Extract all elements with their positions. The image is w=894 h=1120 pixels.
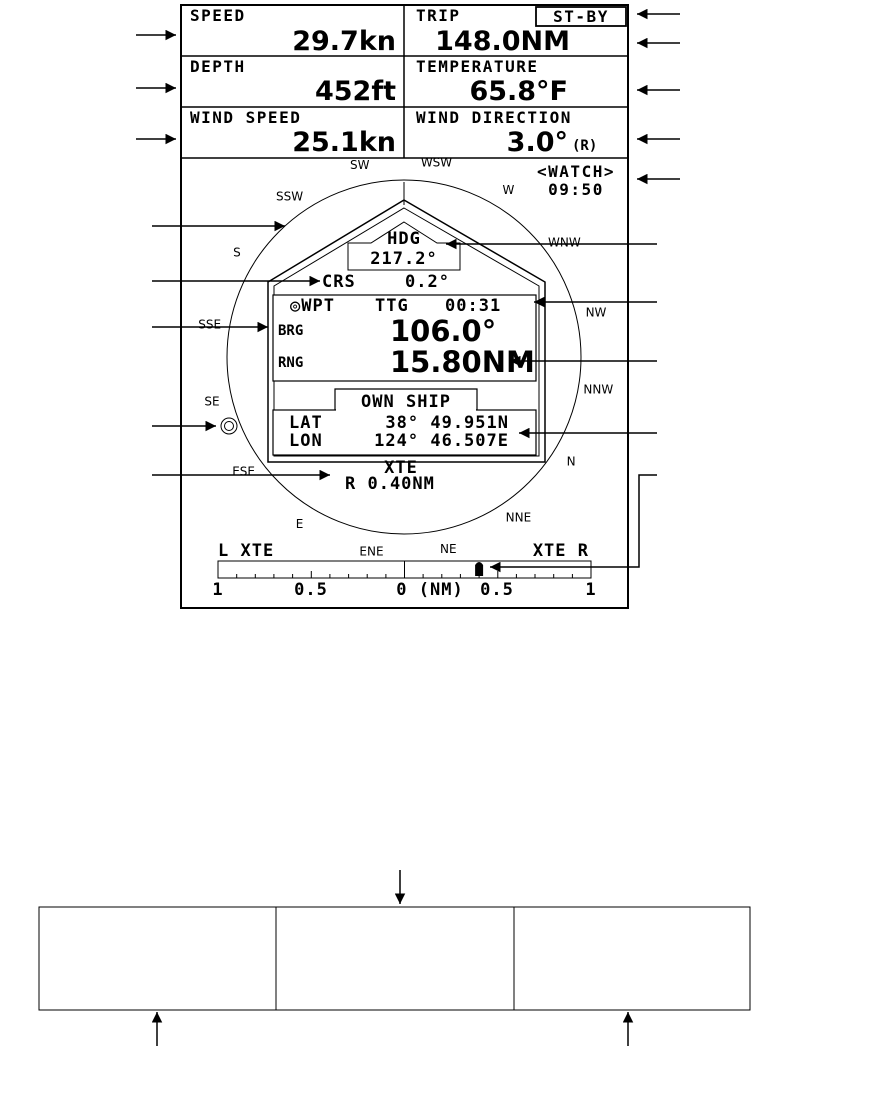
own-ship-box bbox=[272, 409, 537, 456]
lon-label: LON bbox=[289, 431, 323, 451]
speed-label: SPEED bbox=[190, 6, 246, 25]
compass-point-label: ESE bbox=[232, 464, 255, 478]
ttg-value: 00:31 bbox=[445, 296, 501, 316]
compass-point-label: N bbox=[567, 454, 576, 468]
lon-value: 124° 46.507E bbox=[374, 431, 509, 451]
compass-point-labels: S SSW SW WSW W WNW NW NNW N NNE NE ENE E ESE SE SSE bbox=[198, 156, 613, 559]
watch-label: <WATCH> bbox=[537, 162, 615, 181]
hdg-value: 217.2° bbox=[370, 249, 437, 269]
xte-bar-right-label: XTE R bbox=[533, 541, 589, 561]
waypoint-marker-icon bbox=[220, 417, 238, 435]
speed-value: 29.7kn bbox=[292, 26, 396, 57]
compass-point-label: WSW bbox=[421, 156, 452, 170]
temperature-value: 65.8°F bbox=[469, 76, 568, 107]
compass-point-label: E bbox=[296, 517, 304, 531]
compass-point-label: SE bbox=[204, 394, 219, 408]
layout-section-left bbox=[38, 906, 277, 1011]
standby-badge-box bbox=[535, 6, 627, 27]
waypoint-marker-inner bbox=[224, 421, 234, 431]
depth-label: DEPTH bbox=[190, 57, 246, 76]
ttg-label: TTG bbox=[375, 296, 409, 316]
heading-pointer-inner bbox=[273, 207, 540, 457]
compass-point-label: WNW bbox=[548, 236, 581, 250]
brg-value: 106.0° bbox=[390, 314, 496, 348]
depth-value: 452ft bbox=[315, 76, 396, 107]
layout-section-right bbox=[513, 906, 751, 1011]
compass-point-label: ENE bbox=[359, 544, 383, 558]
xte-value: R 0.40NM bbox=[345, 474, 435, 494]
hdg-label: HDG bbox=[387, 229, 421, 249]
temperature-label: TEMPERATURE bbox=[416, 57, 538, 76]
trip-value: 148.0NM bbox=[435, 26, 570, 57]
callout-arrow bbox=[490, 474, 657, 573]
rng-value: 15.80NM bbox=[390, 345, 535, 379]
wind-speed-value: 25.1kn bbox=[292, 127, 396, 158]
crs-value: 0.2° bbox=[405, 272, 450, 292]
compass-point-label: SSE bbox=[198, 318, 221, 332]
own-ship-tab-cover bbox=[336, 406, 476, 412]
compass-point-label: NW bbox=[586, 306, 607, 320]
xte-bar-left-label: L XTE bbox=[218, 541, 274, 561]
compass-point-label: W bbox=[502, 183, 514, 197]
compass-point-label: SSW bbox=[276, 190, 303, 204]
wind-direction-value: 3.0° bbox=[507, 127, 568, 158]
xte-scale-label: 1 bbox=[212, 580, 223, 600]
xte-scale-label: 0.5 bbox=[480, 580, 514, 600]
xte-label: XTE bbox=[384, 458, 418, 478]
compass-ring bbox=[226, 179, 582, 535]
wpt-title: ◎WPT bbox=[290, 296, 335, 316]
compass-point-label: SW bbox=[350, 158, 370, 172]
wind-direction-label: WIND DIRECTION bbox=[416, 108, 572, 127]
xte-scale-label: 0 (NM) bbox=[396, 580, 463, 600]
compass-point-label: NNE bbox=[506, 510, 532, 524]
brg-label: BRG bbox=[278, 323, 303, 339]
rng-label: RNG bbox=[278, 355, 303, 371]
hdg-box bbox=[347, 221, 461, 271]
heading-pointer-outline bbox=[267, 199, 546, 463]
crs-label: CRS bbox=[322, 272, 356, 292]
trip-label: TRIP bbox=[416, 6, 461, 25]
own-ship-title: OWN SHIP bbox=[361, 392, 451, 412]
wind-speed-label: WIND SPEED bbox=[190, 108, 301, 127]
xte-scale-label: 1 bbox=[585, 580, 596, 600]
layout-section-center bbox=[275, 906, 515, 1011]
xte-scale-label: 0.5 bbox=[294, 580, 328, 600]
compass-point-label: NE bbox=[440, 542, 457, 556]
compass-point-label: NNW bbox=[583, 383, 613, 397]
xte-bar-ticks bbox=[217, 561, 592, 578]
lat-label: LAT bbox=[289, 413, 323, 433]
xte-position-marker bbox=[475, 562, 484, 576]
lat-value: 38° 49.951N bbox=[385, 413, 509, 433]
wind-direction-suffix: (R) bbox=[572, 138, 597, 154]
compass-point-label: S bbox=[233, 246, 241, 260]
standby-badge: ST-BY bbox=[553, 7, 609, 26]
watch-time: 09:50 bbox=[548, 180, 604, 199]
waypoint-box bbox=[272, 294, 537, 382]
